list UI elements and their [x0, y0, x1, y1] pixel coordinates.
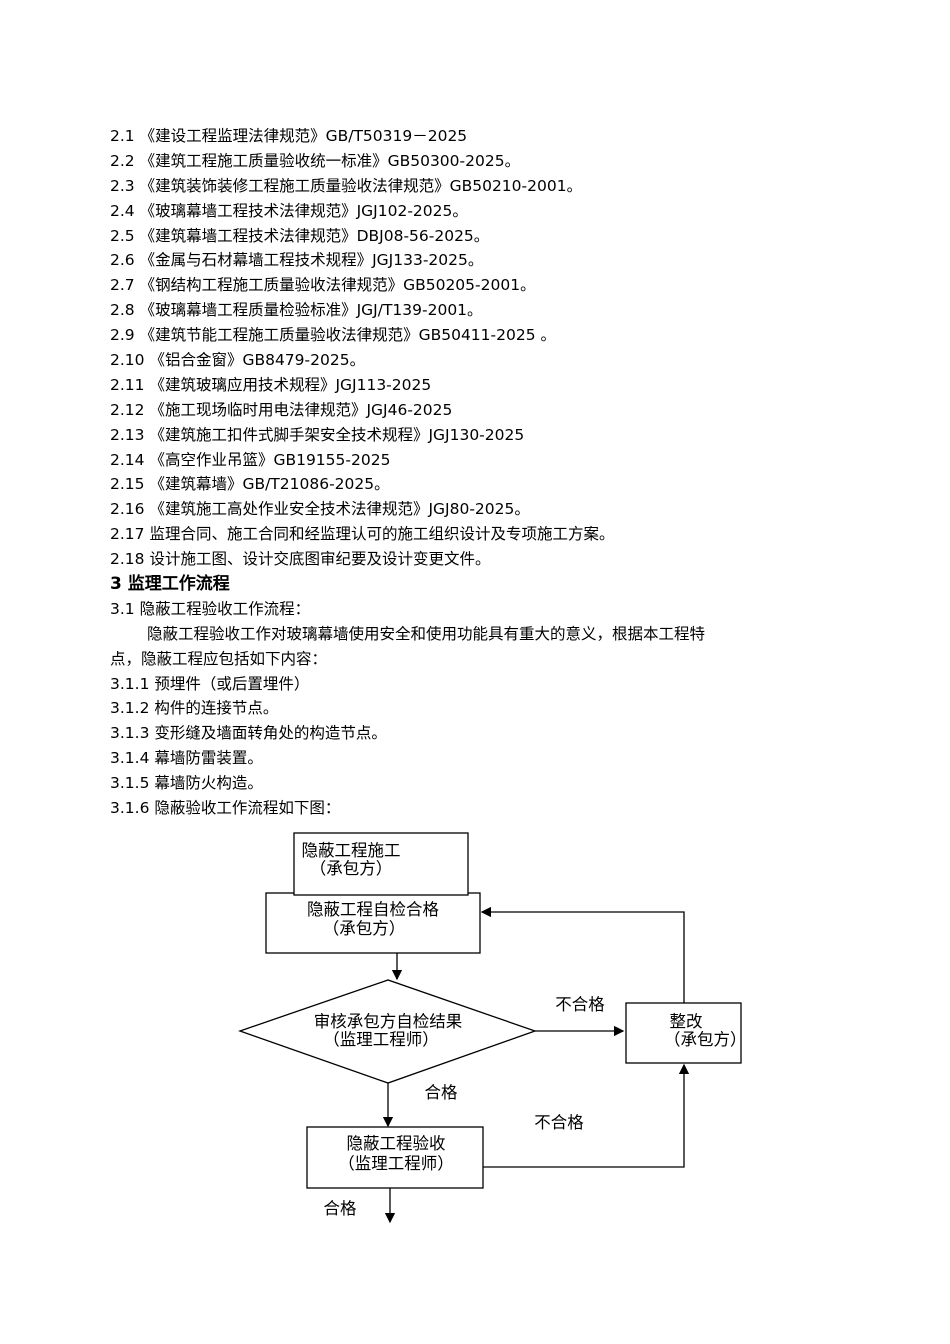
step1-box: [293, 832, 469, 896]
rectify-box: [625, 1002, 742, 1064]
paragraph-line: 点，隐蔽工程应包括如下内容：: [110, 649, 328, 668]
list-item: 3.1.6 隐蔽验收工作流程如下图：: [110, 799, 341, 818]
reference-item: 2.8 《玻璃幕墙工程质量检验标准》JGJ/T139-2001。: [110, 301, 483, 320]
list-item: 3.1.2 构件的连接节点。: [110, 699, 279, 718]
reference-item: 2.18 设计施工图、设计交底图审纪要及设计变更文件。: [110, 550, 491, 569]
step4-box: [306, 1126, 484, 1189]
paragraph-line: 隐蔽工程验收工作对玻璃幕墙使用安全和使用功能具有重大的意义，根据本工程特: [147, 624, 706, 643]
list-item: 3.1.5 幕墙防火构造。: [110, 774, 263, 793]
reference-item: 2.9 《建筑节能工程施工质量验收法律规范》GB50411-2025 。: [110, 326, 556, 345]
reference-item: 2.13 《建筑施工扣件式脚手架安全技术规程》JGJ130-2025: [110, 425, 525, 444]
step4-title: 隐蔽工程验收: [347, 1134, 446, 1153]
rectify-text-clip: 整改 （承包方）: [664, 1012, 747, 1049]
reference-list: 2.1 《建设工程监理法律规范》GB/T50319－2025 2.2 《建筑工程施…: [110, 124, 850, 572]
step2-party: （承包方）: [323, 919, 406, 938]
list-item: 3.1.4 幕墙防雷装置。: [110, 749, 263, 768]
reference-item: 2.12 《施工现场临时用电法律规范》JGJ46-2025: [110, 400, 453, 419]
step4-party: （监理工程师）: [338, 1154, 454, 1173]
label-fail-1: 不合格: [555, 995, 605, 1014]
list-item: 3.1.1 预埋件（或后置埋件）: [110, 674, 310, 693]
reference-item: 2.10 《铝合金窗》GB8479-2025。: [110, 351, 366, 370]
reference-item: 2.16 《建筑施工高处作业安全技术法律规范》JGJ80-2025。: [110, 500, 530, 519]
reference-item: 2.14 《高空作业吊篮》GB19155-2025: [110, 450, 391, 469]
reference-item: 2.1 《建设工程监理法律规范》GB/T50319－2025: [110, 127, 468, 145]
item-list: 3.1.1 预埋件（或后置埋件） 3.1.2 构件的连接节点。 3.1.3 变形缝及…: [110, 672, 850, 821]
reference-item: 2.7 《钢结构工程施工质量验收法律规范》GB50205-2001。: [110, 276, 536, 295]
label-fail-2: 不合格: [534, 1113, 584, 1132]
sub-heading: 3.1 隐蔽工程验收工作流程：: [110, 599, 311, 618]
reference-item: 2.2 《建筑工程施工质量验收统一标准》GB50300-2025。: [110, 151, 521, 170]
rectify-party: （承包方）: [664, 1030, 747, 1049]
reference-item: 2.5 《建筑幕墙工程技术法律规范》DBJ08-56-2025。: [110, 226, 490, 245]
reference-item: 2.6 《金属与石材幕墙工程技术规程》JGJ133-2025。: [110, 251, 484, 270]
arrow-step4-to-rectify: [483, 1063, 690, 1168]
reference-item: 2.3 《建筑装饰装修工程施工质量验收法律规范》GB50210-2001。: [110, 176, 583, 195]
rectify-title: 整改: [670, 1012, 703, 1031]
step1-party: （承包方）: [310, 859, 393, 878]
step1-title: 隐蔽工程施工: [302, 841, 401, 860]
reference-item: 2.15 《建筑幕墙》GB/T21086-2025。: [110, 475, 390, 494]
label-pass-2: 合格: [324, 1199, 358, 1218]
document-body: 2.1 《建设工程监理法律规范》GB/T50319－2025 2.2 《建筑工程施…: [110, 124, 850, 821]
reference-item: 2.4 《玻璃幕墙工程技术法律规范》JGJ102-2025。: [110, 201, 468, 220]
decision-party: （监理工程师）: [323, 1030, 439, 1049]
reference-item: 2.11 《建筑玻璃应用技术规程》JGJ113-2025: [110, 375, 432, 394]
label-pass-1: 合格: [425, 1083, 459, 1102]
section-heading: 3 监理工作流程: [110, 574, 230, 595]
list-item: 3.1.3 变形缝及墙面转角处的构造节点。: [110, 724, 387, 743]
decision-title: 审核承包方自检结果: [314, 1012, 463, 1031]
step2-title: 隐蔽工程自检合格: [307, 900, 440, 919]
arrow-rectify-to-step2: [480, 906, 685, 1003]
reference-item: 2.17 监理合同、施工合同和经监理认可的施工组织设计及专项施工方案。: [110, 525, 615, 544]
